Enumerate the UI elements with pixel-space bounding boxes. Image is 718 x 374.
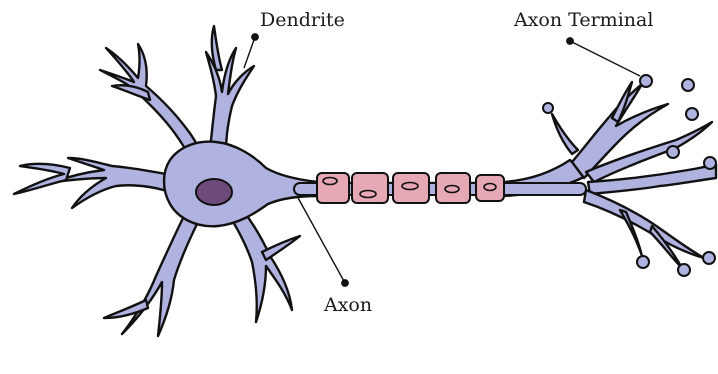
dendrite-leader-line bbox=[244, 37, 255, 68]
dendrite-label: Dendrite bbox=[260, 11, 345, 30]
terminal-button bbox=[637, 256, 649, 268]
dendrite-lower-left bbox=[122, 212, 200, 336]
axon-terminal-branch bbox=[584, 190, 704, 258]
dendrite-left-far bbox=[14, 164, 70, 194]
dendrite-left bbox=[54, 158, 176, 208]
axon-label: Axon bbox=[324, 296, 372, 315]
dendrite-top-twig bbox=[212, 26, 222, 70]
terminal-button bbox=[640, 75, 652, 87]
terminal-button bbox=[678, 264, 690, 276]
axon-leader-line bbox=[297, 196, 345, 283]
axon-terminal-leader-line bbox=[570, 41, 640, 76]
axon-terminal-leader-dot bbox=[567, 38, 573, 44]
axon-leader-dot bbox=[342, 280, 348, 286]
terminal-button bbox=[686, 108, 698, 120]
terminal-button bbox=[543, 103, 553, 113]
terminal-button bbox=[704, 157, 716, 169]
myelin-sheath bbox=[317, 173, 504, 203]
myelin-segment bbox=[436, 173, 470, 203]
axon-terminal-branch bbox=[552, 114, 578, 154]
myelin-segment bbox=[352, 173, 388, 203]
dendrite-leader-dot bbox=[252, 34, 258, 40]
dendrite-lower-left-twig bbox=[104, 300, 148, 318]
myelin-segment bbox=[476, 175, 504, 201]
myelin-segment bbox=[393, 173, 429, 203]
terminal-button bbox=[667, 146, 679, 158]
soma bbox=[164, 142, 318, 227]
terminal-button bbox=[682, 79, 694, 91]
nucleus bbox=[196, 179, 232, 205]
dendrite-bottom bbox=[226, 206, 292, 322]
terminal-button bbox=[703, 252, 715, 264]
axon-terminal-label: Axon Terminal bbox=[514, 11, 653, 30]
dendrite-bottom-twig bbox=[262, 236, 300, 260]
